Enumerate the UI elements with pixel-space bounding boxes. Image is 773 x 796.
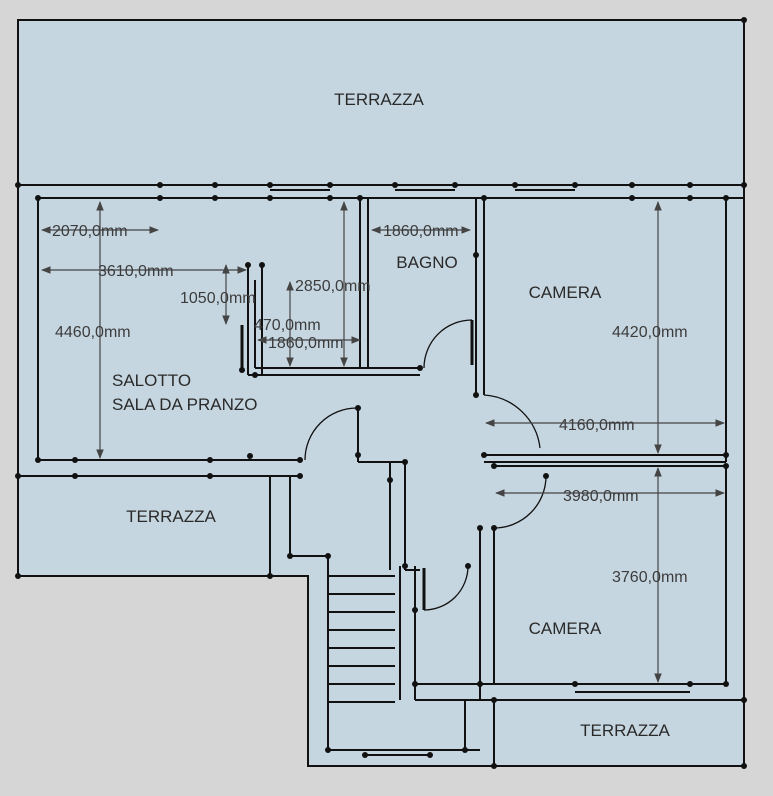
dim-label-4460: 4460,0mm [55, 324, 131, 341]
room-label-bedroom-bottom: CAMERA [529, 619, 602, 638]
dim-label-4160: 4160,0mm [559, 417, 635, 434]
room-labels: TERRAZZA BAGNO CAMERA SALOTTO SALA DA PR… [112, 90, 671, 740]
walls [18, 184, 744, 766]
dim-label-2850: 2850,0mm [295, 278, 371, 295]
dim-label-1860-mid: 1860,0mm [268, 335, 344, 352]
dimension-lines [41, 201, 725, 683]
dim-label-470: 470,0mm [254, 317, 321, 334]
door-swings [304, 319, 547, 611]
room-label-terrace-top: TERRAZZA [334, 90, 424, 109]
room-label-dining: SALA DA PRANZO [112, 395, 258, 414]
dimension-labels: 2070,0mm 1860,0mm 3610,0mm 2850,0mm 1050… [52, 223, 688, 586]
dim-label-3760: 3760,0mm [612, 569, 688, 586]
room-label-terrace-left: TERRAZZA [126, 507, 216, 526]
room-label-bedroom-top: CAMERA [529, 283, 602, 302]
dim-label-2070: 2070,0mm [52, 223, 128, 240]
wall-nodes [15, 17, 747, 769]
floor-area [17, 19, 745, 767]
room-label-bathroom: BAGNO [396, 253, 457, 272]
dim-label-3980: 3980,0mm [563, 488, 639, 505]
room-label-terrace-bottom: TERRAZZA [580, 721, 670, 740]
dim-label-1050: 1050,0mm [180, 290, 256, 307]
dim-label-4420: 4420,0mm [612, 324, 688, 341]
stair-treads [328, 575, 395, 703]
room-label-living: SALOTTO [112, 371, 191, 390]
dim-label-1860-top: 1860,0mm [383, 223, 459, 240]
dim-label-3610: 3610,0mm [98, 263, 174, 280]
